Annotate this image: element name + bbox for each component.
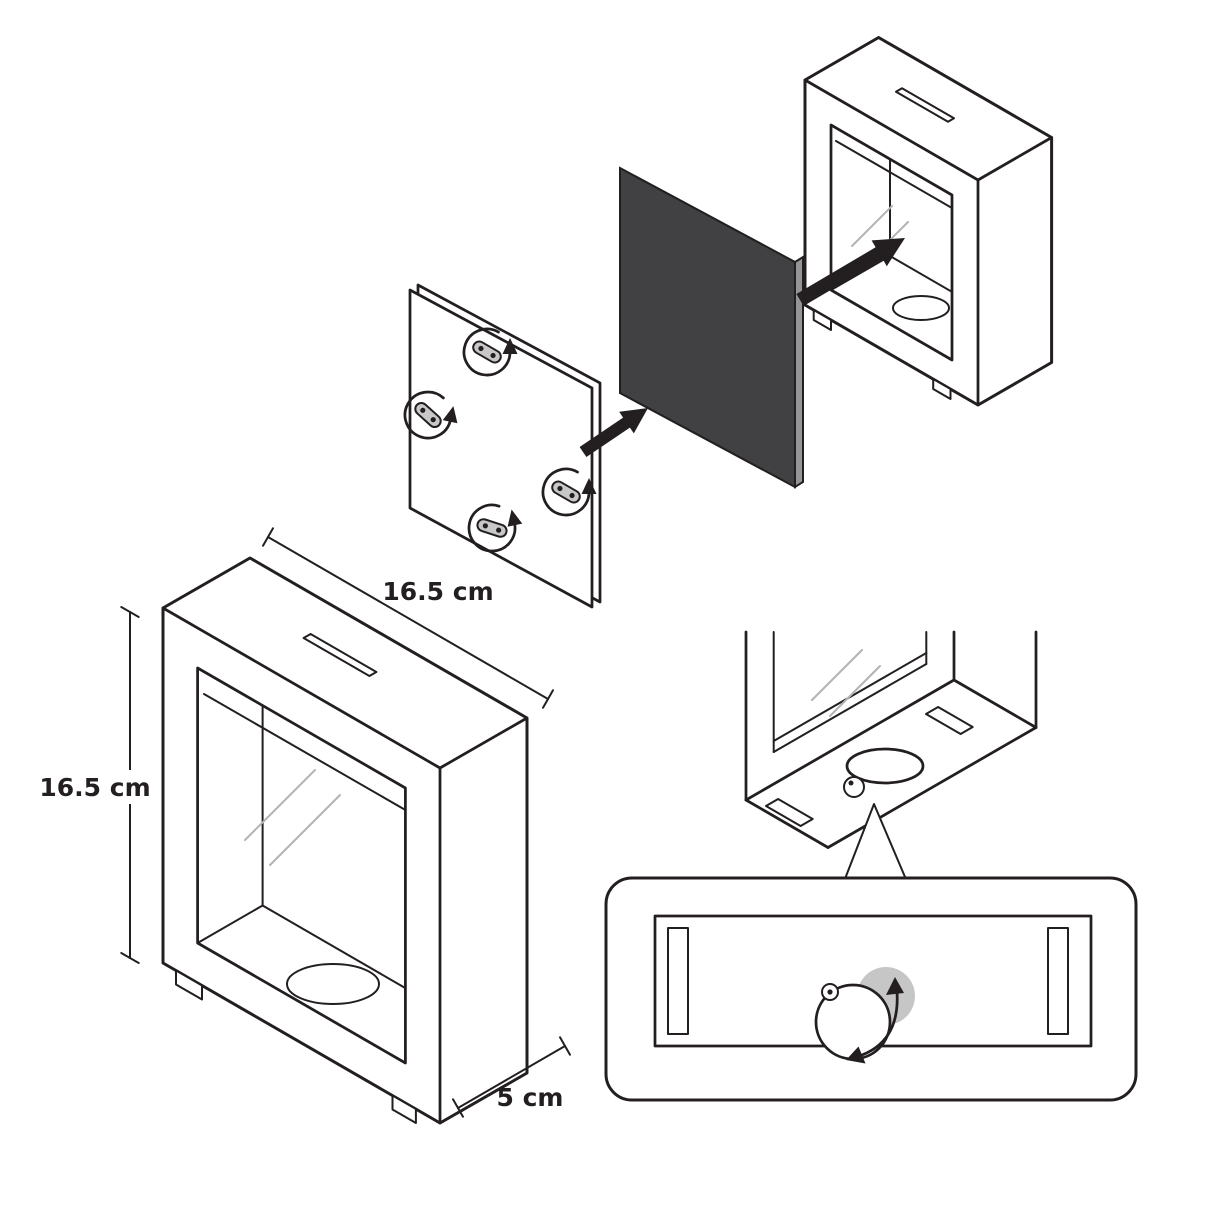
dimension-height: 16.5 cm <box>39 606 151 964</box>
panel-foot-section <box>667 927 689 1035</box>
rotation-arrow-head <box>846 1046 866 1064</box>
frame-front-top-edge <box>161 606 442 770</box>
frame-interior-back-bottom-edge <box>261 904 406 1027</box>
label-mask <box>46 770 144 804</box>
arrow-panel-to-photo-icon <box>579 408 648 457</box>
assembled-box-group <box>803 36 1054 407</box>
box-foot <box>932 378 952 400</box>
coin-slot <box>895 87 955 123</box>
frame-interior <box>197 668 406 1027</box>
dimensioned-frame-group <box>161 556 529 1125</box>
rotation-arrow-head <box>886 977 904 995</box>
underside-foot <box>925 706 974 735</box>
dimension-width-label: 16.5 cm <box>382 577 493 606</box>
frame-front-opening <box>196 666 407 1065</box>
bottom-view-inner-bottom-edge <box>772 663 928 753</box>
photo-group <box>619 166 804 489</box>
arrow-photo-to-box-icon <box>796 238 905 306</box>
glass-reflection-line <box>811 649 863 701</box>
box-foot <box>812 309 832 331</box>
keyhole-pivot-dot <box>848 780 854 786</box>
dimension-depth-line <box>457 1045 566 1109</box>
glass-reflection-line <box>269 794 341 866</box>
coin-exit-hole <box>845 747 925 785</box>
frame-foot <box>391 1094 417 1124</box>
coin-slot <box>302 633 378 677</box>
dimension-width-line <box>267 536 549 700</box>
box-silhouette <box>803 36 1054 407</box>
panel-foot-section <box>1047 927 1069 1035</box>
dimension-height-label: 16.5 cm <box>39 773 150 802</box>
frame-interior-bottom-left-edge <box>197 904 264 944</box>
box-interior-bottom-left-edge <box>831 255 891 291</box>
photo-panel <box>619 166 796 489</box>
underside-right-edge <box>952 678 1038 729</box>
callout-pointer <box>842 803 909 885</box>
box-front-opening <box>829 123 954 362</box>
dimension-width: 16.5 cm <box>262 527 554 709</box>
dimension-tick <box>559 1036 571 1056</box>
detail-callout-group <box>604 803 1138 1102</box>
box-interior-back-bottom-edge <box>889 255 952 327</box>
glass-reflection-line <box>244 769 316 841</box>
rotation-arrow-curve <box>860 990 899 1057</box>
box-interior <box>831 125 952 327</box>
frame-foot <box>175 969 203 1001</box>
back-panel <box>408 288 594 609</box>
dimension-tick <box>120 952 140 964</box>
frame-glass-top-edge <box>203 693 406 811</box>
cover-pivot-dot <box>827 989 833 995</box>
bottom-view-group <box>744 630 1038 849</box>
box-top-right-edge <box>976 136 1053 182</box>
box-front-top-edge <box>803 78 980 182</box>
keyhole-cover-tab <box>843 776 865 798</box>
dimension-depth: 5 cm <box>452 1036 571 1118</box>
frame-top-right-edge <box>438 716 529 770</box>
box-glass-top-edge <box>835 140 952 209</box>
bottom-view-front-bottom-edge <box>744 678 956 802</box>
underside-left-edge <box>744 798 830 849</box>
dimension-tick <box>542 689 554 709</box>
underside-back-edge <box>826 726 1038 849</box>
frame-silhouette <box>161 556 529 1125</box>
coin-exit-hole <box>286 963 380 1005</box>
underside-foot <box>765 798 814 827</box>
dimension-tick <box>262 527 274 547</box>
back-panel-group <box>399 283 602 609</box>
glass-reflection-line <box>851 205 893 247</box>
coin-exit-hole <box>892 295 950 321</box>
dimensions-group: 16.5 cm 16.5 cm 5 cm <box>39 527 571 1118</box>
dimension-tick <box>452 1098 464 1118</box>
glass-reflection-line <box>829 665 881 717</box>
dimension-tick <box>120 606 140 618</box>
dimension-depth-label: 5 cm <box>497 1083 564 1112</box>
